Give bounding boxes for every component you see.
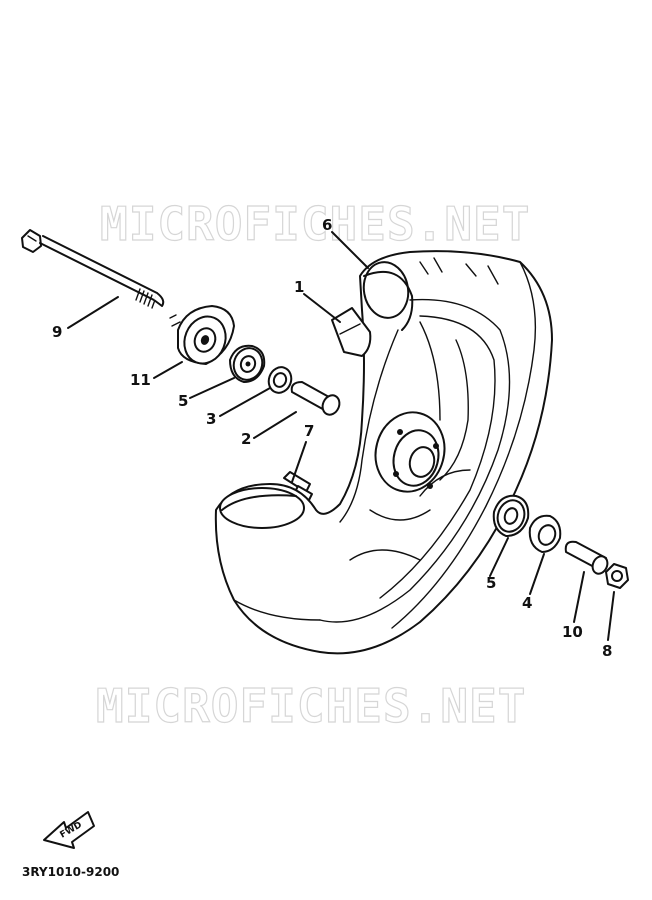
nut-part (605, 563, 629, 589)
callout-11: 11 (130, 371, 151, 389)
axle-part (21, 229, 165, 309)
callout-6: 6 (322, 216, 332, 234)
callout-10: 10 (562, 623, 583, 641)
fwd-arrow-icon: FWD (43, 811, 95, 849)
callout-1: 1 (294, 278, 304, 296)
spacer-part (290, 381, 341, 416)
callout-9: 9 (52, 323, 62, 341)
oil-seal-part (267, 366, 293, 394)
callout-5-right: 5 (486, 574, 496, 592)
callout-5-left: 5 (178, 392, 188, 410)
callout-7: 7 (304, 422, 314, 440)
callout-3: 3 (206, 410, 216, 428)
watermark-top: MICROFICHES.NET (100, 197, 530, 251)
callout-2: 2 (241, 430, 251, 448)
collar-part (169, 305, 235, 365)
bearing-right-part (492, 494, 530, 537)
wheel-part (214, 250, 553, 655)
bearing-left-part (229, 344, 266, 383)
callout-4: 4 (522, 594, 532, 612)
spacer-right-part (564, 540, 609, 575)
callout-8: 8 (602, 642, 612, 660)
seal-right-part (528, 514, 562, 553)
leader-lines (67, 231, 615, 641)
diagram-code: 3RY1010-9200 (22, 865, 119, 879)
watermark-bottom: MICROFICHES.NET (96, 679, 526, 733)
